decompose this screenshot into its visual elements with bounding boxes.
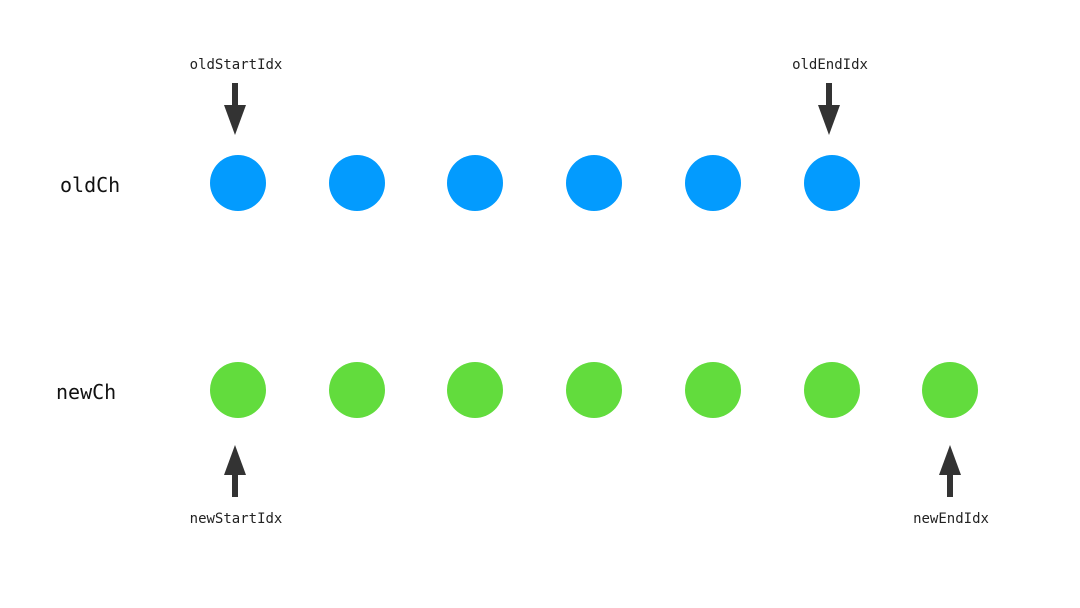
new-start-arrow-up-icon <box>223 445 247 497</box>
new-vnode-node-3 <box>566 362 623 418</box>
new-children-label: newCh <box>56 380 117 404</box>
new-vnode-node-1 <box>328 362 385 418</box>
old-children-label: oldCh <box>60 173 121 197</box>
new-end-idx-label: newEndIdx <box>913 511 989 527</box>
old-vnode-node-3 <box>566 155 623 211</box>
new-vnode-node-2 <box>447 362 504 418</box>
new-start-idx-label: newStartIdx <box>189 511 283 527</box>
new-vnode-node-5 <box>803 362 860 418</box>
old-start-idx-label: oldStartIdx <box>189 57 283 73</box>
new-end-arrow-up-icon <box>938 445 962 497</box>
old-vnode-node-2 <box>447 155 504 211</box>
old-end-idx-label: oldEndIdx <box>792 57 868 73</box>
old-vnode-node-0 <box>210 155 266 211</box>
new-vnode-node-6 <box>922 362 979 418</box>
old-vnode-node-5 <box>803 155 860 211</box>
new-vnode-node-4 <box>684 362 741 418</box>
old-start-arrow-down-icon <box>223 83 247 135</box>
old-end-arrow-down-icon <box>817 83 841 135</box>
new-vnode-node-0 <box>210 362 266 418</box>
old-vnode-node-1 <box>328 155 385 211</box>
old-vnode-node-4 <box>684 155 741 211</box>
